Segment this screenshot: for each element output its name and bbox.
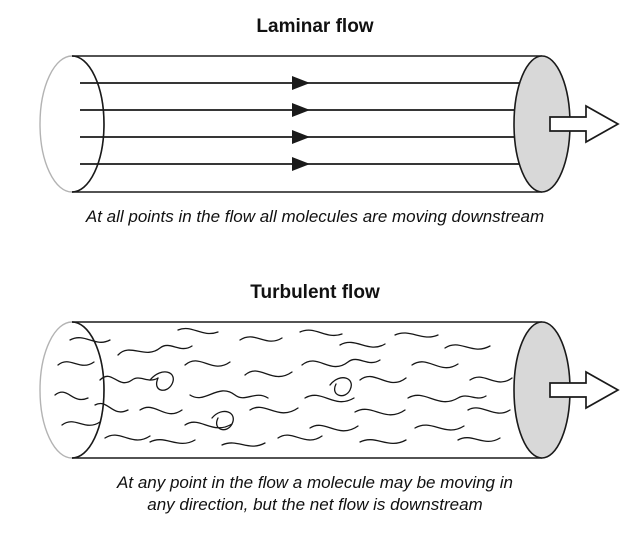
turbulent-title: Turbulent flow <box>250 282 380 303</box>
laminar-section: Laminar flow <box>0 0 630 228</box>
outflow-arrow-icon <box>549 370 620 410</box>
turbulence-squiggles <box>54 327 513 447</box>
turbulent-pipe-diagram <box>39 321 620 459</box>
turbulent-caption-line-1: At any point in the flow a molecule may … <box>117 473 513 492</box>
turbulent-section: Turbulent flow <box>0 228 630 516</box>
laminar-streamlines <box>80 76 520 171</box>
turbulent-caption: At any point in the flow a molecule may … <box>0 472 630 516</box>
laminar-caption: At all points in the flow all molecules … <box>85 207 545 226</box>
laminar-title: Laminar flow <box>256 16 374 37</box>
outflow-arrow-icon <box>549 104 620 144</box>
turbulent-caption-line-2: any direction, but the net flow is downs… <box>147 495 483 514</box>
pipe-body <box>72 321 542 459</box>
pipe-left-end <box>39 55 105 193</box>
pipe-body <box>72 55 542 193</box>
pipe-left-end <box>39 321 105 459</box>
laminar-pipe-diagram <box>39 55 620 193</box>
